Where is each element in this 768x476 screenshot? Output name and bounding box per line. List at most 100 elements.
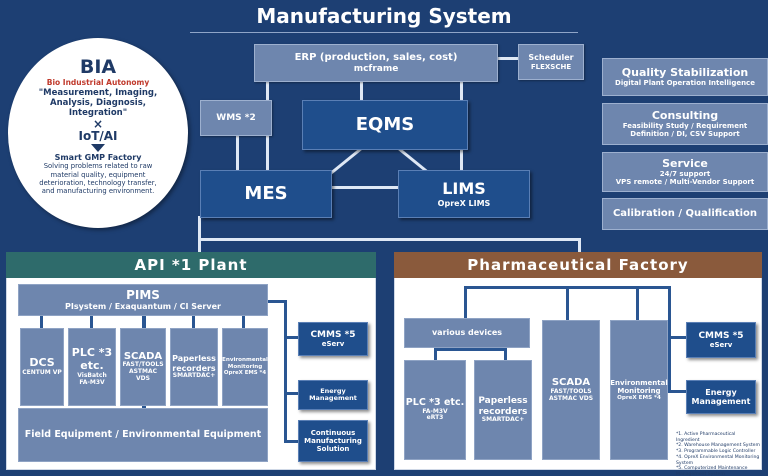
- pharma-devices-box[interactable]: various devices: [404, 318, 530, 348]
- api-paperless-box[interactable]: Paperless recorders SMARTDAC+: [170, 328, 218, 406]
- pharma-scada-product: FAST/TOOLS ASTMAC VDS: [548, 387, 594, 402]
- down-arrow-icon: [91, 144, 105, 153]
- connector-wms-mes: [236, 136, 239, 172]
- bia-subtitle: Bio Industrial Autonomy: [46, 78, 150, 87]
- mes-box[interactable]: MES: [200, 170, 332, 218]
- eqms-triangle-lines: [329, 146, 431, 176]
- api-scada-box[interactable]: SCADA FAST/TOOLS ASTMAC VDS: [120, 328, 166, 406]
- pharma-right-trunk: [668, 286, 671, 392]
- lims-box[interactable]: LIMS OpreX LIMS: [398, 170, 530, 218]
- footnote-5: *5. Computerized Maintenance Management …: [676, 466, 748, 476]
- pims-products: PIsystem / Exaquantum / CI Server: [65, 302, 221, 312]
- api-field-label: Field Equipment / Environmental Equipmen…: [24, 428, 262, 440]
- pharma-drop-devices: [464, 286, 467, 318]
- bia-desc: Solving problems related to raw material…: [39, 162, 157, 195]
- api-to-cmms: [268, 300, 286, 303]
- pharma-energy-box[interactable]: Energy Management: [686, 380, 756, 414]
- wms-label: WMS *2: [216, 112, 256, 123]
- api-right-trunk: [284, 300, 287, 442]
- pharma-scada-box[interactable]: SCADA FAST/TOOLS ASTMAC VDS: [542, 320, 600, 460]
- connector-erp-scheduler: [496, 57, 518, 60]
- pharma-paperless-label: Paperless recorders: [478, 396, 528, 417]
- page-title: Manufacturing System: [256, 4, 512, 28]
- api-field-box[interactable]: Field Equipment / Environmental Equipmen…: [18, 408, 268, 462]
- api-plant-header: API *1 Plant: [6, 252, 376, 278]
- pims-label: PIMS: [126, 287, 160, 302]
- api-cmms-product: eServ: [321, 340, 345, 349]
- service-support-title: Service: [662, 156, 708, 170]
- api-envmon-product: OpreX EMS *4: [223, 370, 267, 377]
- pharma-drop-paperless: [504, 348, 507, 360]
- footnote-4: *4. OpreX Environmental Monitoring Syste…: [676, 454, 760, 466]
- api-paperless-label: Paperless recorders: [172, 354, 216, 373]
- api-to-cms-h: [284, 440, 298, 443]
- pharma-to-cmms: [668, 336, 686, 339]
- api-pims-drop-scada: [192, 316, 195, 328]
- title-underline: [190, 32, 578, 33]
- pharma-header: Pharmaceutical Factory: [394, 252, 762, 278]
- erp-box[interactable]: ERP (production, sales, cost) mcframe: [254, 44, 498, 82]
- service-quality[interactable]: Quality Stabilization Digital Plant Oper…: [602, 58, 768, 96]
- pharma-devices-split: [434, 348, 506, 351]
- api-energy-box[interactable]: Energy Management: [298, 380, 368, 410]
- api-dcs-box[interactable]: DCS CENTUM VP: [20, 328, 64, 406]
- mes-label: MES: [244, 182, 288, 204]
- api-energy-label: Energy Management: [309, 386, 357, 402]
- api-plc-box[interactable]: PLC *3 etc. VisBatch FA-M3V: [68, 328, 116, 406]
- eqms-box[interactable]: EQMS: [302, 100, 468, 150]
- pharma-cmms-box[interactable]: CMMS *5 eServ: [686, 322, 756, 358]
- footnote-1: *1. Active Pharmaceutical Ingredient: [676, 432, 736, 443]
- api-cms-box[interactable]: Continuous Manufacturing Solution: [298, 420, 368, 462]
- connector-erp-eqms: [360, 81, 363, 101]
- footnote-2: *2. Warehouse Management System: [676, 443, 760, 449]
- pharma-envmon-box[interactable]: Environmental Monitoring OpreX EMS *4: [610, 320, 668, 460]
- connector-bus: [198, 238, 580, 241]
- erp-product: mcframe: [353, 63, 399, 74]
- api-scada-product: FAST/TOOLS ASTMAC VDS: [122, 361, 164, 383]
- pharma-to-energy: [668, 390, 686, 393]
- pharma-title: Pharmaceutical Factory: [467, 256, 689, 274]
- service-calibration[interactable]: Calibration / Qualification: [602, 198, 768, 230]
- service-support[interactable]: Service 24/7 support VPS remote / Multi-…: [602, 152, 768, 192]
- service-consulting-sub: Feasibility Study / Requirement Definiti…: [622, 122, 748, 139]
- pharma-envmon-label: Environmental Monitoring: [610, 378, 668, 395]
- footnote-3: *3. Programmable Logic Controller: [676, 449, 756, 455]
- api-pims-drop-plc: [90, 316, 93, 328]
- connector-mes-down: [198, 216, 201, 254]
- pharma-drop-plc: [434, 348, 437, 360]
- pharma-paperless-box[interactable]: Paperless recorders SMARTDAC+: [474, 360, 532, 460]
- api-dcs-product: CENTUM VP: [22, 368, 62, 376]
- bia-circle: BIA Bio Industrial Autonomy "Measurement…: [8, 38, 188, 228]
- api-envmon-label: Environmental Monitoring: [222, 357, 268, 370]
- scheduler-box[interactable]: Scheduler FLEXSCHE: [518, 44, 584, 80]
- api-envmon-box[interactable]: Environmental Monitoring OpreX EMS *4: [222, 328, 268, 406]
- bia-iot: IoT/AI: [78, 129, 118, 144]
- api-to-energy-h: [284, 392, 298, 395]
- connector-mes-lims: [330, 186, 400, 189]
- api-cms-label: Continuous Manufacturing Solution: [304, 428, 362, 454]
- service-quality-title: Quality Stabilization: [621, 65, 749, 79]
- pharma-paperless-product: SMARTDAC+: [481, 415, 525, 423]
- api-to-cmms-h: [284, 336, 298, 339]
- api-pims-drop-dcs: [40, 316, 43, 328]
- service-calibration-title: Calibration / Qualification: [612, 208, 758, 220]
- pharma-drop-scada: [566, 286, 569, 320]
- api-cmms-label: CMMS *5: [310, 329, 356, 340]
- bia-times: ×: [92, 117, 104, 132]
- pharma-cmms-label: CMMS *5: [698, 330, 744, 341]
- wms-box[interactable]: WMS *2: [200, 100, 272, 136]
- connector-bus-pharma: [578, 238, 581, 254]
- pims-box[interactable]: PIMS PIsystem / Exaquantum / CI Server: [18, 284, 268, 316]
- pharma-devices-label: various devices: [431, 328, 503, 338]
- footnotes: *1. Active Pharmaceutical Ingredient *2.…: [676, 432, 760, 476]
- lims-label: LIMS: [442, 179, 486, 199]
- api-paperless-product: SMARTDAC+: [172, 371, 216, 379]
- api-cmms-box[interactable]: CMMS *5 eServ: [298, 322, 368, 356]
- pharma-cmms-product: eServ: [709, 341, 733, 350]
- service-quality-sub: Digital Plant Operation Intelligence: [615, 79, 755, 88]
- api-dcs-label: DCS: [29, 356, 55, 370]
- pharma-plc-box[interactable]: PLC *3 etc. FA-M3V eRT3: [404, 360, 466, 460]
- pharma-energy-label: Energy Management: [691, 387, 751, 406]
- service-consulting[interactable]: Consulting Feasibility Study / Requireme…: [602, 103, 768, 145]
- lims-product: OpreX LIMS: [437, 198, 491, 208]
